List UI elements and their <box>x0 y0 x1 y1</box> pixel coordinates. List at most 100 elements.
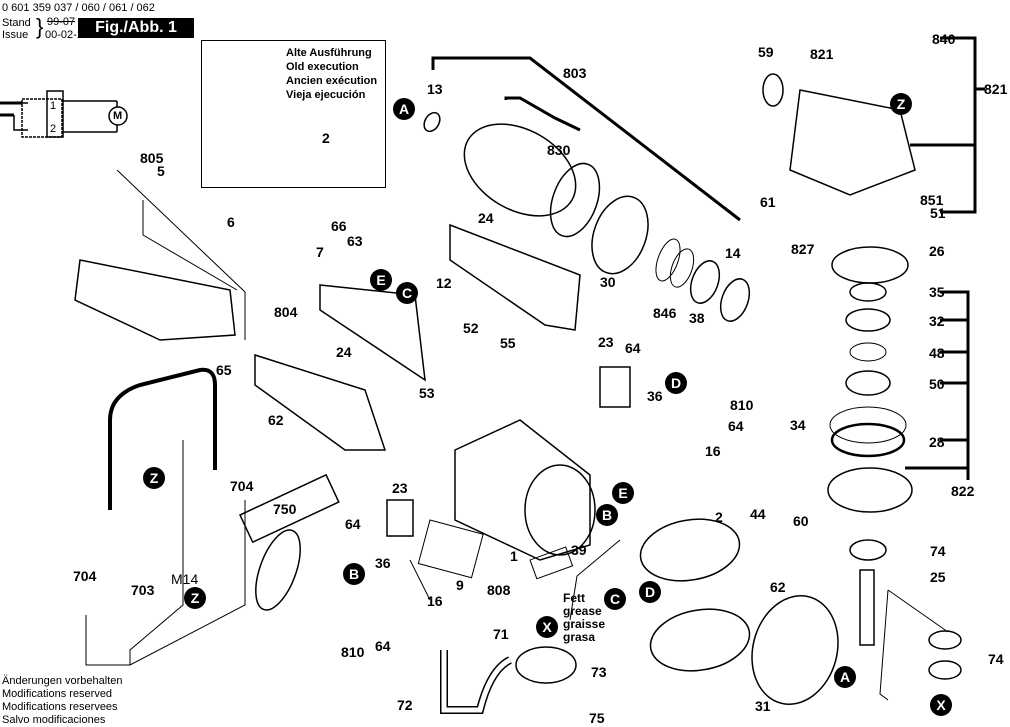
part-821: 821 <box>810 46 834 62</box>
part-31: 31 <box>755 698 771 714</box>
part-72: 72 <box>397 697 413 713</box>
part-803: 803 <box>563 65 587 81</box>
part-64: 64 <box>375 638 391 654</box>
callout-c: C <box>604 588 626 610</box>
grease-note-en: grease <box>563 604 602 618</box>
issue-label: Issue <box>2 29 29 41</box>
part-840: 840 <box>932 31 956 47</box>
part-7: 7 <box>316 244 324 260</box>
part-9: 9 <box>456 577 464 593</box>
motor-label: M <box>113 110 123 122</box>
part-64: 64 <box>345 516 361 532</box>
part-24-handle: 24 <box>336 344 352 360</box>
part-24: 24 <box>478 210 494 226</box>
part-703: 703 <box>131 582 155 598</box>
part-61: 61 <box>760 194 776 210</box>
part-805: 805 <box>140 150 164 166</box>
part-704: 704 <box>73 568 97 584</box>
old-execution-line-fr: Ancien exécution <box>286 75 378 87</box>
terminal-1: 1 <box>50 100 57 112</box>
callout-z: Z <box>143 467 165 489</box>
part-38: 38 <box>689 310 705 326</box>
part-52: 52 <box>463 320 479 336</box>
part-827: 827 <box>791 241 815 257</box>
part-50: 50 <box>929 376 945 392</box>
grease-note-fr: graisse <box>563 617 606 631</box>
footer-de: Änderungen vorbehalten <box>2 675 123 687</box>
grease-note-es: grasa <box>563 630 596 644</box>
callout-d: D <box>639 581 661 603</box>
part-53: 53 <box>419 385 435 401</box>
stand-value-struck: 99-07 <box>47 16 76 28</box>
part-14: 14 <box>725 245 741 261</box>
part-75: 75 <box>589 710 605 726</box>
part-5: 5 <box>157 163 165 179</box>
wiring-diagram <box>0 90 128 138</box>
part-1: 1 <box>510 548 518 564</box>
footer-en: Modifications reserved <box>2 688 113 700</box>
part-36: 36 <box>647 388 663 404</box>
part-62: 62 <box>268 412 284 428</box>
part-74: 74 <box>930 543 946 559</box>
old-execution-line-de: Alte Ausführung <box>286 47 372 59</box>
terminal-2: 2 <box>50 123 57 135</box>
part-13: 13 <box>427 81 443 97</box>
callout-a: A <box>393 98 415 120</box>
part-64: 64 <box>728 418 744 434</box>
part-numbers: 0 601 359 037 / 060 / 061 / 062 <box>2 2 155 14</box>
grease-note-de: Fett <box>563 591 585 605</box>
part-808: 808 <box>487 582 511 598</box>
part-23: 23 <box>392 480 408 496</box>
part-71: 71 <box>493 626 509 642</box>
part-28: 28 <box>929 434 945 450</box>
part-63: 63 <box>347 233 363 249</box>
part-32: 32 <box>929 313 945 329</box>
part-51: 51 <box>930 205 946 221</box>
part-6: 6 <box>227 214 235 230</box>
part-60: 60 <box>793 513 809 529</box>
part-59: 59 <box>758 44 774 60</box>
footer-es: Salvo modificaciones <box>2 714 106 726</box>
part-822: 822 <box>951 483 975 499</box>
part-25: 25 <box>930 569 946 585</box>
part-39: 39 <box>571 542 587 558</box>
part-62: 62 <box>770 579 786 595</box>
old-execution-line-en: Old execution <box>286 61 359 73</box>
part-34: 34 <box>790 417 806 433</box>
part-35: 35 <box>929 284 945 300</box>
callout-x: X <box>930 694 952 716</box>
part-16: 16 <box>427 593 443 609</box>
motor-icon <box>108 106 128 126</box>
part-851: 851 <box>920 192 944 208</box>
part-12: 12 <box>436 275 452 291</box>
stand-label: Stand <box>2 17 31 29</box>
old-execution-line-es: Vieja ejecución <box>286 89 366 101</box>
callout-x: X <box>536 616 558 638</box>
part-810: 810 <box>730 397 754 413</box>
part-830: 830 <box>547 142 571 158</box>
old-execution-part-label: 2 <box>322 130 330 146</box>
part-750: 750 <box>273 501 297 517</box>
part-73: 73 <box>591 664 607 680</box>
callout-e: E <box>612 482 634 504</box>
part-704: 704 <box>230 478 254 494</box>
part-64: 64 <box>625 340 641 356</box>
part-846: 846 <box>653 305 677 321</box>
callout-b: B <box>596 504 618 526</box>
brace-mark: } <box>36 14 44 39</box>
part-44: 44 <box>750 506 766 522</box>
part-48: 48 <box>929 345 945 361</box>
part-m14: M14 <box>171 571 199 587</box>
figure-label: Fig./Abb. 1 <box>78 18 194 38</box>
part-66: 66 <box>331 218 347 234</box>
part-26: 26 <box>929 243 945 259</box>
old-execution-box <box>201 40 386 188</box>
part-55: 55 <box>500 335 516 351</box>
callout-c: C <box>396 282 418 304</box>
part-2: 2 <box>715 509 723 525</box>
part-810: 810 <box>341 644 365 660</box>
part-23: 23 <box>598 334 614 350</box>
footer-fr: Modifications reservees <box>2 701 118 713</box>
part-821-assembly: 821 <box>984 81 1008 97</box>
